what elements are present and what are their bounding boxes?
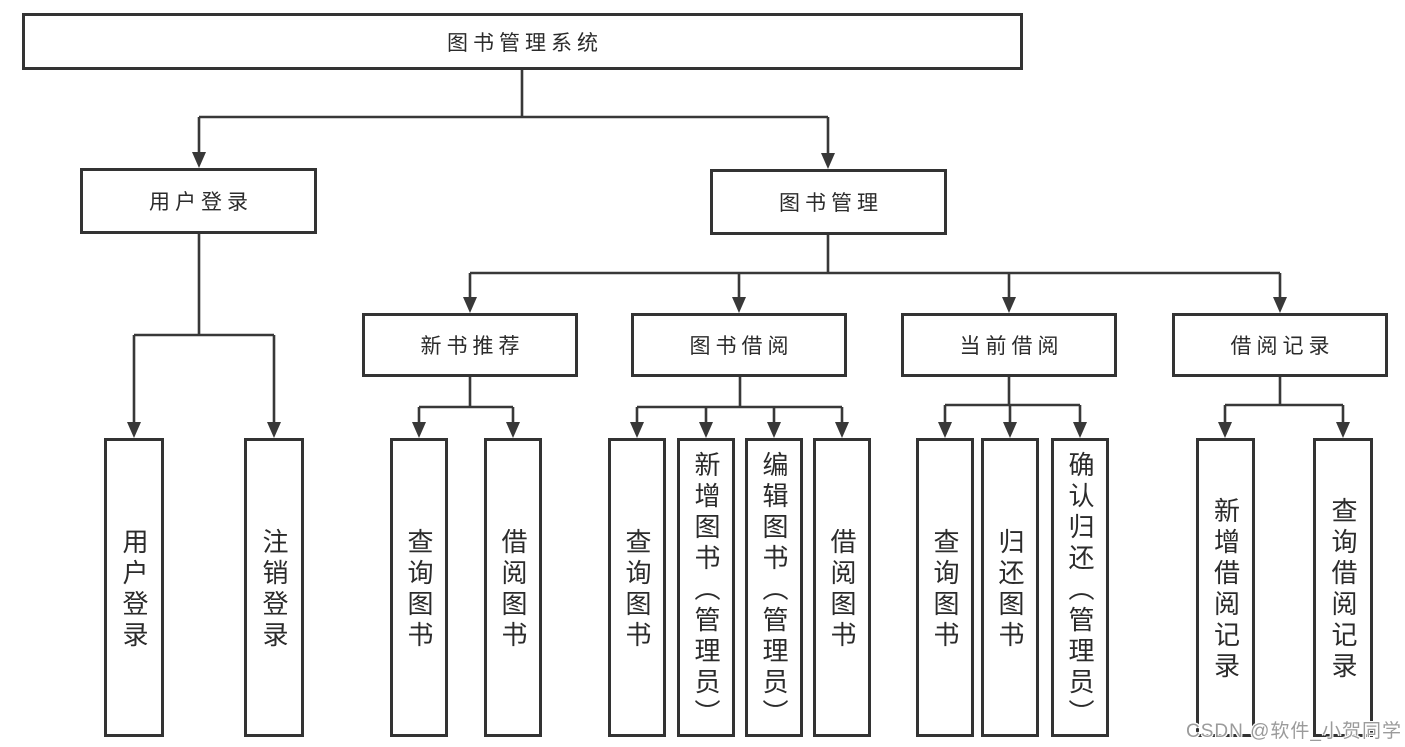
- branch-new-book: [417, 377, 515, 425]
- leaf-add-books-admin: 新增图书（管理员）: [677, 438, 735, 737]
- leaf-return-books: 归还图书: [981, 438, 1039, 737]
- node-borrow-records: 借阅记录: [1172, 313, 1388, 377]
- node-user-login: 用户登录: [80, 168, 317, 234]
- branch-borrow-records: [1223, 377, 1345, 425]
- node-book-borrow: 图书借阅: [631, 313, 847, 377]
- node-new-book-recommend-label: 新书推荐: [420, 335, 525, 358]
- leaf-borrow-books-recommend: 借阅图书: [484, 438, 542, 737]
- leaf-confirm-return-admin: 确认归还（管理员）: [1051, 438, 1109, 737]
- node-current-borrow-label: 当前借阅: [959, 335, 1064, 358]
- leaf-user-login-label: 用户登录: [119, 528, 149, 652]
- leaf-edit-books-admin-label: 编辑图书（管理员）: [759, 450, 789, 730]
- leaf-query-books-recommend: 查询图书: [390, 438, 448, 737]
- node-new-book-recommend: 新书推荐: [362, 313, 578, 377]
- branch-current-borrow: [943, 377, 1082, 425]
- leaf-edit-books-admin: 编辑图书（管理员）: [745, 438, 803, 737]
- node-book-borrow-label: 图书借阅: [689, 335, 794, 358]
- node-root: 图书管理系统: [22, 13, 1023, 70]
- node-root-label: 图书管理系统: [447, 31, 603, 55]
- leaf-query-books-recommend-label: 查询图书: [404, 528, 434, 652]
- branch-root: [197, 70, 830, 156]
- leaf-query-borrow-record: 查询借阅记录: [1313, 438, 1373, 737]
- branch-book-management: [468, 235, 1282, 300]
- leaf-return-books-label: 归还图书: [995, 528, 1025, 652]
- node-borrow-records-label: 借阅记录: [1230, 335, 1335, 358]
- leaf-user-login: 用户登录: [104, 438, 164, 737]
- leaf-add-books-admin-label: 新增图书（管理员）: [691, 450, 721, 730]
- leaf-borrow-books: 借阅图书: [813, 438, 871, 737]
- leaf-confirm-return-admin-label: 确认归还（管理员）: [1065, 450, 1095, 730]
- leaf-logout-label: 注销登录: [259, 528, 289, 652]
- leaf-logout: 注销登录: [244, 438, 304, 737]
- node-current-borrow: 当前借阅: [901, 313, 1117, 377]
- leaf-add-borrow-record: 新增借阅记录: [1196, 438, 1255, 737]
- node-user-login-label: 用户登录: [149, 191, 253, 214]
- branch-book-borrow: [635, 377, 844, 425]
- leaf-query-books-borrow-label: 查询图书: [622, 528, 652, 652]
- leaf-query-books-borrow: 查询图书: [608, 438, 666, 737]
- csdn-watermark: CSDN @软件_小贺同学: [1186, 721, 1402, 742]
- leaf-query-books-current: 查询图书: [916, 438, 974, 737]
- node-book-management: 图书管理: [710, 169, 947, 235]
- node-book-management-label: 图书管理: [779, 192, 883, 215]
- branch-user-login: [132, 234, 276, 425]
- leaf-query-books-current-label: 查询图书: [930, 528, 960, 652]
- leaf-borrow-books-label: 借阅图书: [827, 528, 857, 652]
- leaf-add-borrow-record-label: 新增借阅记录: [1210, 497, 1241, 683]
- leaf-borrow-books-recommend-label: 借阅图书: [498, 528, 528, 652]
- leaf-query-borrow-record-label: 查询借阅记录: [1328, 497, 1358, 683]
